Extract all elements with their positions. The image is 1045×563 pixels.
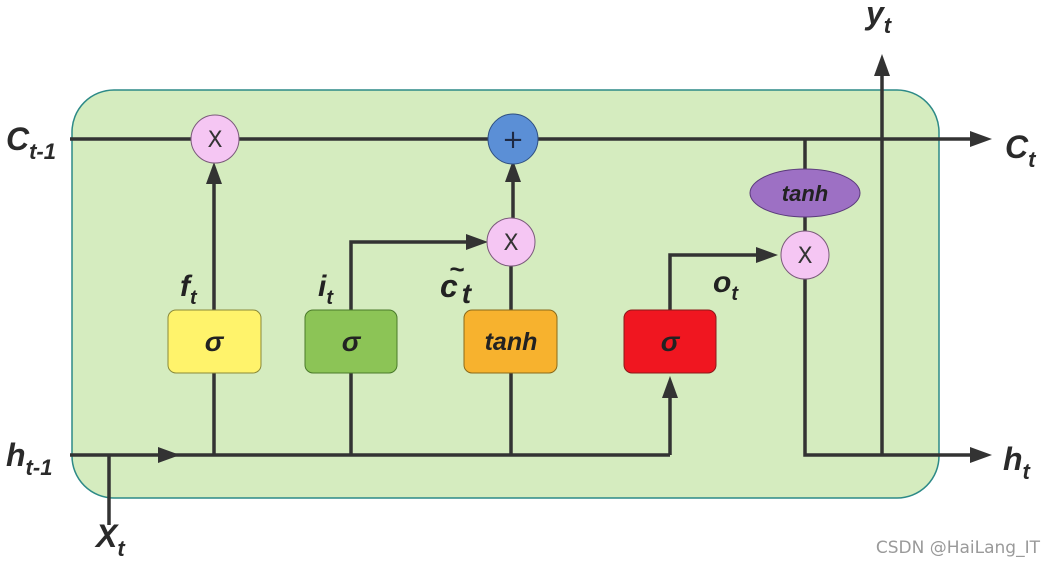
output-gate-box [623, 309, 717, 374]
output-gate-label: σ [661, 326, 681, 357]
input-gate-line [349, 240, 478, 455]
hidden-output-arrowhead [970, 447, 992, 463]
x-input-label: Xt [94, 518, 126, 561]
candidate-gate-box [463, 309, 558, 374]
cell-state-next-label: Ct [1005, 129, 1037, 172]
watermark-text: CSDN @HaiLang_IT [876, 538, 1041, 558]
input-arrowhead [466, 234, 488, 250]
candidate-tilde: ~ [449, 254, 464, 284]
output-gate-line [668, 253, 768, 310]
add-arrowhead [505, 160, 521, 182]
input-gate-label: σ [342, 326, 362, 357]
input-multiply-symbol: X [503, 231, 518, 256]
output-multiply-node [780, 230, 830, 280]
forget-arrowhead [206, 162, 222, 184]
y-output-arrowhead [874, 54, 890, 76]
input-gate-box [304, 309, 398, 374]
forget-gate-label: σ [205, 326, 225, 357]
hidden-output-line [803, 278, 978, 457]
hidden-state-next-label: ht [1003, 441, 1032, 484]
cell-output-arrowhead [970, 131, 992, 147]
hidden-input-arrowhead [158, 447, 180, 463]
tanh-ellipse-label: tanh [782, 181, 828, 206]
forget-multiply-symbol: X [207, 128, 222, 153]
lstm-cell-box [71, 89, 940, 499]
add-node [487, 113, 539, 165]
add-symbol: + [502, 125, 524, 155]
y-output-label: yt [864, 0, 893, 38]
forget-gate-box [167, 309, 262, 374]
input-gate-output-label: it [318, 270, 334, 309]
input-multiply-node [486, 217, 536, 267]
forget-gate-output-label: ft [180, 270, 198, 309]
cell-state-prev-label: Ct-1 [6, 121, 56, 164]
forget-multiply-node [190, 114, 240, 164]
hidden-state-prev-label: ht-1 [6, 437, 52, 480]
output-gate-arrowhead [662, 376, 678, 398]
output-multiply-symbol: X [797, 244, 812, 269]
output-gate-output-label: ot [713, 266, 739, 305]
output-mult-arrowhead [756, 247, 778, 263]
candidate-gate-label: tanh [485, 328, 538, 356]
tanh-ellipse [749, 168, 861, 218]
